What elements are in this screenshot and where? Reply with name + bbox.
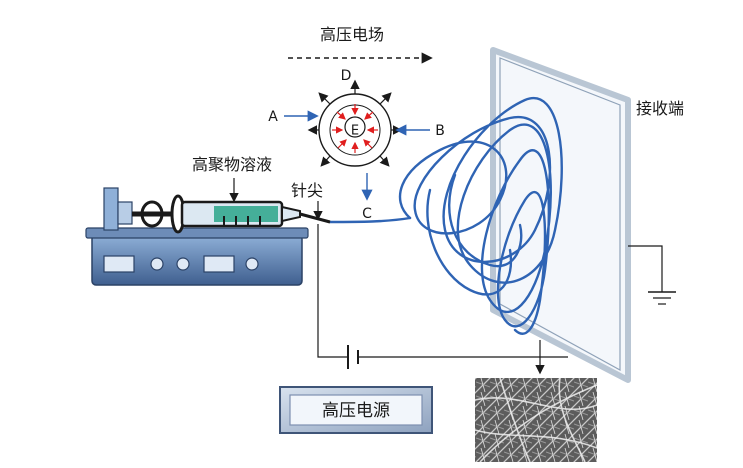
needle-label: 针尖 — [291, 181, 323, 200]
circuit-wire — [317, 224, 568, 375]
ground-symbol — [628, 245, 676, 305]
receiver-label: 接收端 — [636, 99, 684, 118]
sem-fiber-micrograph — [474, 377, 598, 463]
power-label: 高压电源 — [322, 401, 390, 421]
solution-label: 高聚物溶液 — [192, 155, 272, 174]
charged-droplet — [307, 79, 403, 167]
syringe-pump — [85, 187, 309, 286]
field-label: 高压电场 — [320, 25, 384, 44]
pump-knob-3 — [245, 257, 259, 271]
point-b-label: B — [435, 123, 445, 139]
point-c-label: C — [362, 206, 372, 222]
point-d-label: D — [341, 68, 352, 84]
receiver-plate — [490, 47, 631, 383]
point-a-label: A — [268, 109, 278, 125]
pump-knob-2 — [176, 257, 190, 271]
charge-force-arrows — [332, 104, 378, 153]
syringe — [132, 194, 331, 234]
point-e-label: E — [351, 124, 359, 139]
pump-display-right — [203, 255, 235, 273]
battery-symbol — [347, 345, 359, 369]
pump-knob-1 — [150, 257, 164, 271]
fiber-jet — [328, 96, 563, 335]
power-supply-box — [279, 386, 433, 434]
pump-display-left — [103, 255, 135, 273]
